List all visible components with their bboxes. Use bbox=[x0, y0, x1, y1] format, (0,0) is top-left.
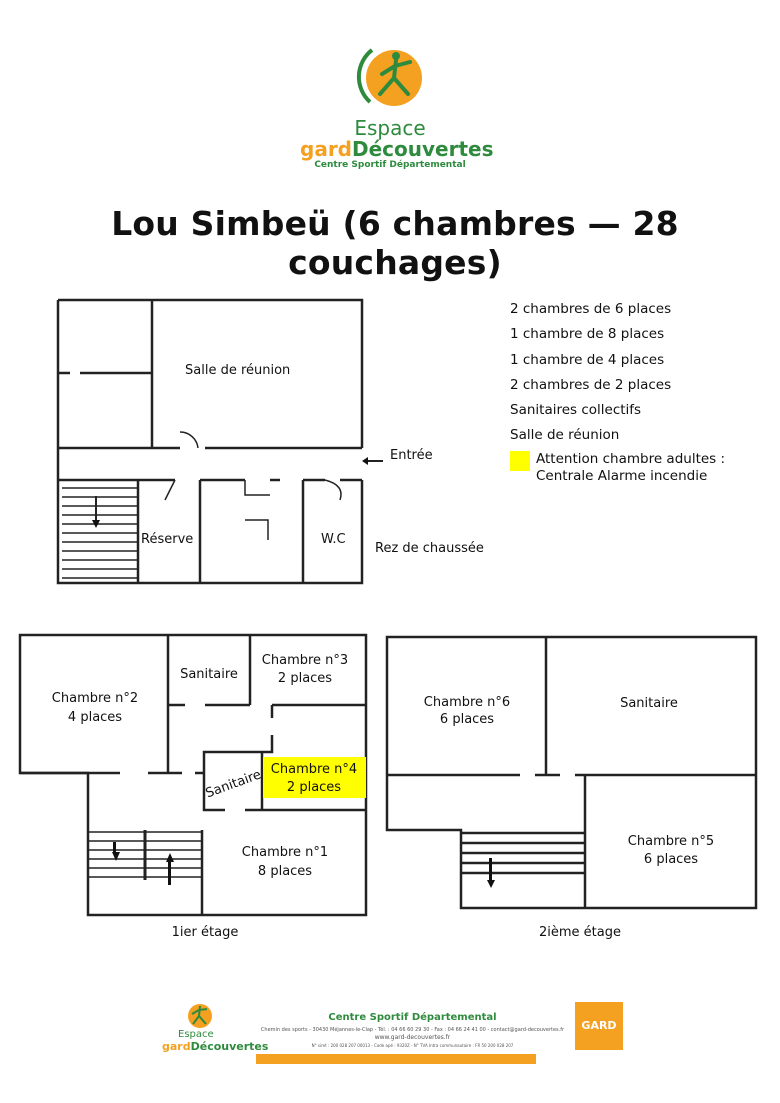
room-sanitaire-rotated: Sanitaire bbox=[204, 767, 263, 801]
room-chambre-3: Chambre n°3 bbox=[262, 653, 348, 668]
alert-line-2: Centrale Alarme incendie bbox=[536, 467, 708, 484]
footer-heading: Centre Sportif Départemental bbox=[328, 1012, 497, 1023]
legend-item: Salle de réunion bbox=[510, 427, 620, 444]
chambre-4-highlight bbox=[263, 757, 366, 798]
legend-alert: Attention chambre adultes :Centrale Alar… bbox=[510, 450, 726, 485]
page-title: Lou Simbeü (6 chambres — 28 couchages) bbox=[111, 204, 679, 282]
footer-runner-icon bbox=[188, 1004, 212, 1028]
footer-address: Chemin des sports - 30430 Méjannes-le-Cl… bbox=[260, 1027, 565, 1033]
footer-legal: N° siret : 200 028 207 00013 - Code apé … bbox=[311, 1043, 514, 1048]
legend-item: 2 chambres de 6 places bbox=[510, 301, 672, 317]
room-salle-de-reunion: Salle de réunion bbox=[185, 363, 290, 378]
room-chambre-2: Chambre n°2 bbox=[52, 691, 138, 706]
floor-plans: Salle de réunion Entrée Réserve W.C Rez … bbox=[18, 298, 758, 940]
stair-arrows bbox=[92, 457, 495, 888]
ground-floor-plan bbox=[56, 298, 383, 585]
legend-item: 2 chambres de 2 places bbox=[510, 376, 672, 393]
logo-espace-text: Espace bbox=[354, 116, 426, 140]
entree-label: Entrée bbox=[390, 448, 433, 463]
gard-badge: GARD bbox=[575, 1002, 623, 1050]
alert-line-1: Attention chambre adultes : bbox=[536, 450, 726, 467]
room-chambre-3-places: 2 places bbox=[278, 671, 332, 686]
footer: Espace gardDécouvertes Centre Sportif Dé… bbox=[160, 1000, 630, 1070]
header-logo: Espace gardDécouvertes Centre Sportif Dé… bbox=[300, 42, 494, 170]
room-chambre-2-places: 4 places bbox=[68, 710, 122, 725]
runner-logo-icon bbox=[356, 48, 422, 106]
room-chambre-1: Chambre n°1 bbox=[242, 845, 328, 860]
room-chambre-6-places: 6 places bbox=[440, 712, 494, 727]
footer-orange-bar bbox=[256, 1054, 536, 1064]
first-floor-label: 1ier étage bbox=[172, 925, 239, 940]
stairs-ground bbox=[62, 487, 137, 579]
second-floor-label: 2ième étage bbox=[539, 925, 621, 940]
room-chambre-6: Chambre n°6 bbox=[424, 695, 510, 710]
room-sanitaire-2e: Sanitaire bbox=[620, 696, 678, 711]
legend-item: Sanitaires collectifs bbox=[510, 402, 642, 419]
footer-website[interactable]: www.gard-decouvertes.fr bbox=[374, 1034, 451, 1041]
room-chambre-1-places: 8 places bbox=[258, 864, 312, 879]
legend-item: 1 chambre de 8 places bbox=[510, 326, 665, 343]
room-wc: W.C bbox=[321, 532, 346, 547]
legend-item: 1 chambre de 4 places bbox=[510, 351, 665, 368]
first-floor-plan bbox=[18, 633, 368, 917]
ground-floor-label: Rez de chaussée bbox=[375, 541, 484, 556]
logo-brand-text: gardDécouvertes bbox=[300, 137, 494, 161]
logo-subtitle: Centre Sportif Départemental bbox=[314, 160, 466, 170]
room-chambre-4: Chambre n°4 bbox=[271, 762, 357, 777]
room-reserve: Réserve bbox=[141, 532, 193, 547]
legend: 2 chambres de 6 places 1 chambre de 8 pl… bbox=[510, 297, 725, 485]
room-chambre-5: Chambre n°5 bbox=[628, 834, 714, 849]
room-chambre-5-places: 6 places bbox=[644, 852, 698, 867]
footer-logo-brand: gardDécouvertes bbox=[162, 1040, 269, 1053]
yellow-swatch bbox=[510, 450, 530, 471]
room-chambre-4-places: 2 places bbox=[287, 780, 341, 795]
footer-logo-espace: Espace bbox=[178, 1029, 214, 1040]
second-floor-plan bbox=[385, 635, 758, 910]
room-sanitaire: Sanitaire bbox=[180, 667, 238, 682]
